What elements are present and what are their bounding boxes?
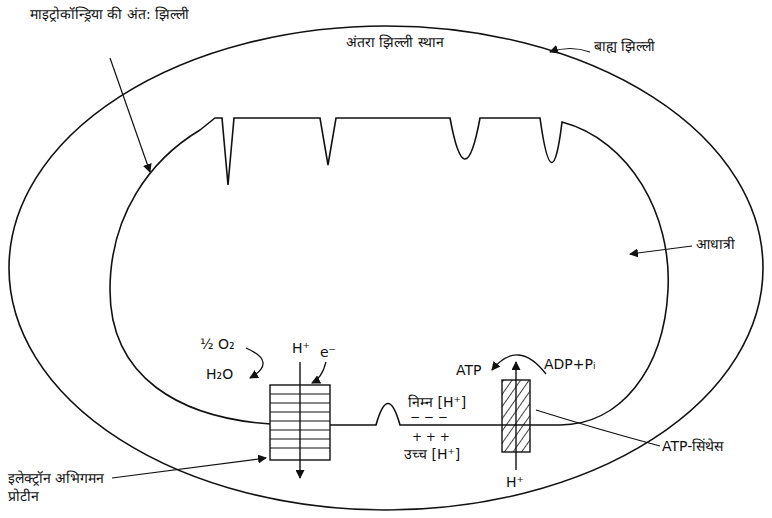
proton-pump-arrow xyxy=(299,362,300,478)
leader-line xyxy=(550,49,590,53)
ion-label: H⁺ xyxy=(292,340,310,358)
charge-label: + + + xyxy=(412,430,450,445)
electron-arrow xyxy=(312,362,326,383)
atp-formation-arrow xyxy=(492,355,546,374)
chemical-label: ADP+Pᵢ xyxy=(544,356,595,374)
part-label: माइट्रोकॉन्ड्रिया की अंत: झिल्ली xyxy=(30,6,200,24)
leader-line xyxy=(110,58,150,172)
part-label: बाह्य झिल्ली xyxy=(594,38,655,56)
inner-membrane xyxy=(110,118,668,425)
charge-label: − − − xyxy=(410,410,448,425)
proton-flow-arrow xyxy=(515,362,516,470)
leader-line xyxy=(536,410,660,446)
part-label: अंतरा झिल्ली स्थान xyxy=(346,34,456,52)
oxygen-water-arrow xyxy=(246,348,263,378)
ion-label: e⁻ xyxy=(320,344,336,362)
leader-line xyxy=(112,458,266,478)
concentration-label: उच्च [H⁺] xyxy=(404,446,460,464)
chemical-label: ATP xyxy=(456,362,481,380)
part-label: आधात्री xyxy=(696,236,735,254)
chemical-label: H₂O xyxy=(206,366,233,384)
part-label: ATP-सिंथेस xyxy=(662,438,723,456)
part-label: इलेक्ट्रॉन अभिगमन प्रोटीन xyxy=(8,470,138,505)
chemical-label: ½ O₂ xyxy=(200,336,235,354)
ion-label: H⁺ xyxy=(506,474,524,492)
leader-line xyxy=(630,246,692,254)
outer-membrane xyxy=(9,26,763,510)
concentration-label: निम्न [H⁺] xyxy=(408,394,466,412)
